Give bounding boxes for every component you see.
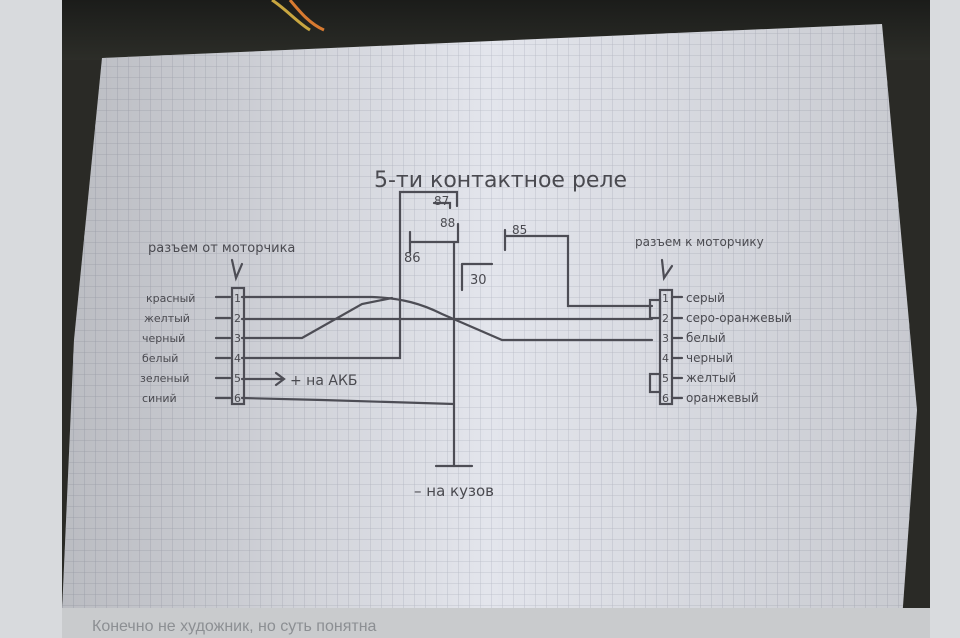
right-pin-5-color: желтый: [686, 371, 736, 385]
relay-title: 5-ти контактное реле: [374, 168, 627, 193]
left-pin-4-number: 4: [234, 352, 241, 365]
left-connector-title: разъем от моторчика: [148, 241, 295, 256]
right-pin-3-color: белый: [686, 331, 726, 345]
left-pin-1-number: 1: [234, 292, 241, 305]
left-pin-3-number: 3: [234, 332, 241, 345]
right-pin-6-number: 6: [662, 392, 669, 405]
left-pin-5-color: зеленый: [140, 372, 189, 385]
page-background-left: [0, 0, 62, 638]
right-pin-6-color: оранжевый: [686, 391, 759, 405]
ground-label: – на кузов: [414, 482, 494, 500]
pin-88-label: 88: [440, 216, 455, 230]
pin-87-label: 87: [434, 194, 449, 208]
paper-sheet: [62, 24, 917, 620]
left-pin-3-color: черный: [142, 332, 185, 345]
pin-86-label: 86: [404, 251, 421, 266]
right-connector-title: разъем к моторчику: [635, 235, 764, 249]
right-pin-5-number: 5: [662, 372, 669, 385]
left-pin-4-color: белый: [142, 352, 178, 365]
battery-label: + на АКБ: [290, 373, 357, 389]
right-pin-2-color: серо-оранжевый: [686, 311, 792, 325]
page-caption-area: [62, 608, 930, 638]
photo-of-hand-drawn-diagram: 5-ти контактное реле 87 88 86 85 30 разъ…: [62, 0, 917, 620]
left-pin-2-number: 2: [234, 312, 241, 325]
right-pin-1-color: серый: [686, 291, 725, 305]
photo-caption: Конечно не художник, но суть понятна: [92, 618, 377, 635]
left-pin-1-color: красный: [146, 292, 195, 305]
left-pin-2-color: желтый: [144, 312, 190, 325]
right-pin-3-number: 3: [662, 332, 669, 345]
right-pin-4-color: черный: [686, 351, 733, 365]
left-pin-6-color: синий: [142, 392, 177, 405]
pin-30-label: 30: [470, 273, 487, 288]
right-pin-1-number: 1: [662, 292, 669, 305]
page-background-right: [930, 0, 960, 638]
right-pin-2-number: 2: [662, 312, 669, 325]
pin-85-label: 85: [512, 223, 527, 237]
left-pin-5-number: 5: [234, 372, 241, 385]
left-pin-6-number: 6: [234, 392, 241, 405]
right-pin-4-number: 4: [662, 352, 669, 365]
